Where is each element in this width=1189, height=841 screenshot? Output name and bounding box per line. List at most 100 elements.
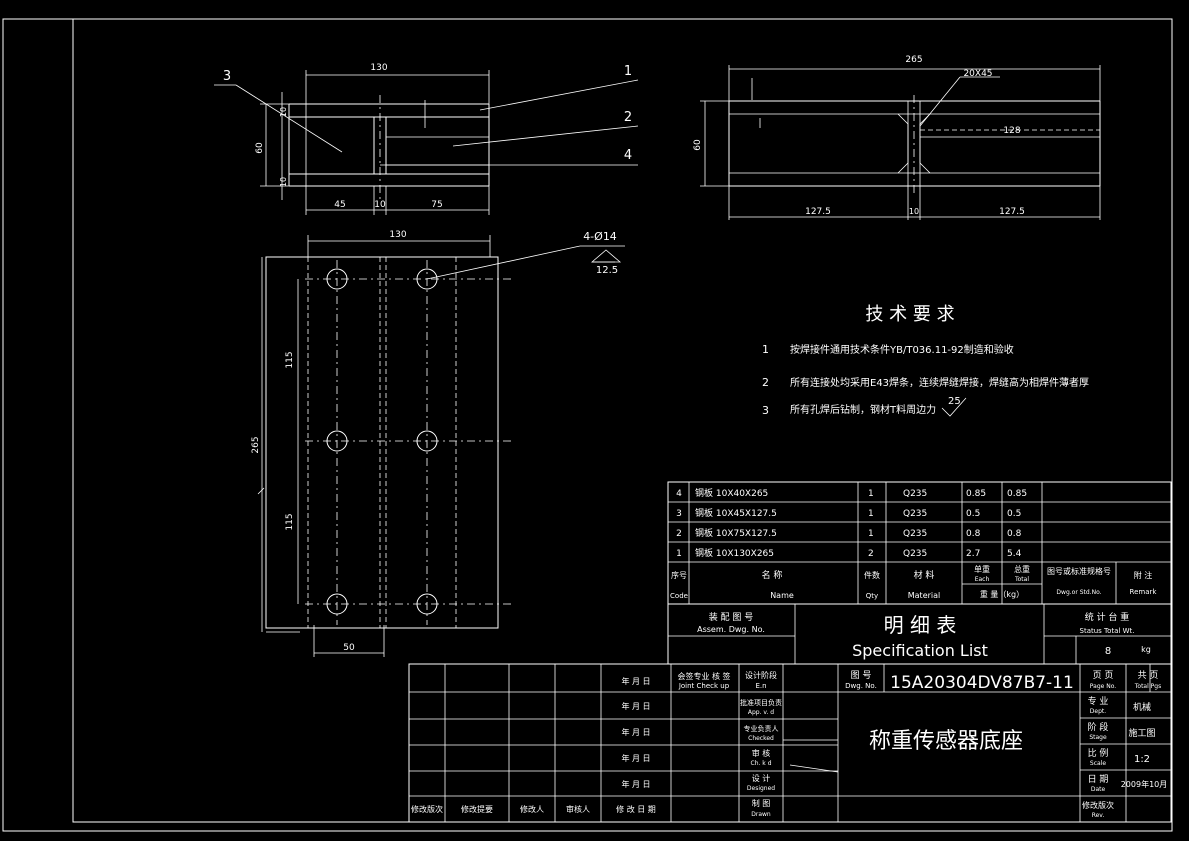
hdr-name-en: Name [770,591,794,600]
front-dim-bottom-plate: 10 [279,177,288,187]
front-dim-height: 60 [255,142,265,154]
sign-role: 批准项目负责 [740,698,782,707]
plan-dim-length: 265 [251,436,261,453]
side-dim-left: 127.5 [805,207,831,217]
hdr-std-en: Dwg.or Std.No. [1056,589,1101,596]
side-dim-length: 265 [905,55,922,65]
part-material: Q235 [903,489,927,499]
sign-date: 年 月 日 [621,701,650,711]
dept-value: 机械 [1133,701,1151,713]
part-name: 钢板 10X40X265 [695,487,768,499]
parts-row: 3 钢板 10X45X127.5 1 Q235 0.5 0.5 [676,507,1021,519]
sign-date: 年 月 日 [621,753,650,763]
page-label: 页 页 [1093,670,1114,681]
stage-label: 阶 段 [1088,721,1109,733]
hdr-remark: 附 注 [1134,570,1153,580]
side-dim-right: 127.5 [999,207,1025,217]
stat-unit: kg [1141,645,1151,654]
plan-view: 130 265 115 115 50 4-Ø14 12.5 [251,230,625,657]
hdr-total: 总重 [1014,564,1030,574]
sign-role-en: Designed [747,785,775,792]
part-seq: 4 [676,489,682,499]
part-unit-weight: 0.8 [966,529,981,539]
bottom-label: 审核人 [566,804,590,814]
hdr-total-en: Total [1014,576,1029,583]
plan-dim-hole-spacing: 50 [343,643,355,653]
side-view: 265 20X45 60 128 127.5 10 127.5 [693,55,1101,220]
date-label: 日 期 [1088,774,1109,785]
bolt-hole [416,593,438,615]
hdr-material: 材 料 [914,569,935,581]
assem-dwg-en: Assem. Dwg. No. [697,625,765,634]
technical-requirements: 技 术 要 求 1 按焊接件通用技术条件YB/T036.11-92制造和验收 2… [762,304,1089,417]
part-qty: 1 [868,529,874,539]
tech-req-title: 技 术 要 求 [865,304,954,325]
plan-dim-pitch-top: 115 [285,351,295,368]
parts-row: 2 钢板 10X75X127.5 1 Q235 0.8 0.8 [676,527,1021,539]
part-material: Q235 [903,549,927,559]
bolt-hole [326,268,348,290]
sign-role-en: Ch. k d [751,760,772,767]
parts-list: 4 钢板 10X40X265 1 Q235 0.85 0.85 3 钢板 10X… [667,481,1172,605]
drawing-name: 称重传感器底座 [869,729,1023,754]
part-qty: 2 [868,549,874,559]
total-pages-label: 共 页 [1138,670,1159,681]
sign-date: 年 月 日 [621,727,650,737]
dwg-no-label: 图 号 [851,670,872,681]
dept-en: Dept. [1090,708,1106,715]
bolt-hole [416,268,438,290]
part-qty: 1 [868,509,874,519]
hdr-qty: 件数 [864,570,880,580]
sign-role: 设 计 [752,773,771,783]
bottom-label: 修改版次 [411,804,443,814]
stat-en: Status Total Wt. [1080,627,1135,635]
hdr-material-en: Material [908,591,941,600]
front-dim-web: 10 [374,200,386,210]
part-seq: 3 [676,509,682,519]
dwg-no-value: 15A20304DV87B7-11 [890,673,1074,693]
rev-en: Rev. [1092,812,1105,819]
front-dim-top-plate: 10 [279,107,288,117]
part-name: 钢板 10X45X127.5 [695,507,777,519]
sign-role: 会签专业 核 签 [677,671,730,681]
page-en: Page No. [1090,683,1116,690]
tech-req-num-2: 2 [762,376,769,389]
title-block: 装 配 图 号 Assem. Dwg. No. 明 细 表 Specificat… [408,603,1172,823]
scale-en: Scale [1090,760,1106,767]
hdr-remark-en: Remark [1130,588,1158,596]
part-total-weight: 0.8 [1007,529,1022,539]
side-dim-chamfer: 20X45 [963,69,992,79]
leader-4: 4 [624,148,632,163]
plan-dim-pitch-bottom: 115 [285,513,295,530]
sign-role-en: Checked [748,735,774,742]
hdr-qty-en: Qty [866,592,878,600]
tech-req-text-2: 所有连接处均采用E43焊条，连续焊缝焊接，焊缝高为相焊件薄者厚 [790,376,1089,389]
front-dim-width: 130 [370,63,387,73]
sign-role: 专业负责人 [744,724,779,733]
part-unit-weight: 2.7 [966,549,980,559]
total-pages-en: Total Pgs [1134,683,1161,690]
part-total-weight: 0.85 [1007,489,1027,499]
part-total-weight: 5.4 [1007,549,1022,559]
sign-date: 年 月 日 [621,779,650,789]
part-unit-weight: 0.85 [966,489,986,499]
part-seq: 2 [676,529,682,539]
part-total-weight: 0.5 [1007,509,1021,519]
sign-role-en: Drawn [751,811,771,818]
part-unit-weight: 0.5 [966,509,980,519]
sign-role: 制 图 [752,798,771,808]
hole-spec-label: 4-Ø14 [583,230,617,243]
front-dim-right: 75 [431,200,442,210]
leader-2: 2 [624,110,632,125]
spec-list-cn: 明 细 表 [884,613,957,637]
leader-3: 3 [223,69,231,84]
side-dim-rib: 128 [1003,126,1020,136]
parts-row: 4 钢板 10X40X265 1 Q235 0.85 0.85 [676,487,1027,499]
date-en: Date [1091,786,1106,793]
bolt-hole [416,430,438,452]
leader-1: 1 [624,64,632,79]
spec-list-en: Specification List [852,641,988,660]
stage-en: Stage [1089,734,1107,741]
hdr-seq-en: Code [670,592,688,600]
bolt-hole [326,593,348,615]
